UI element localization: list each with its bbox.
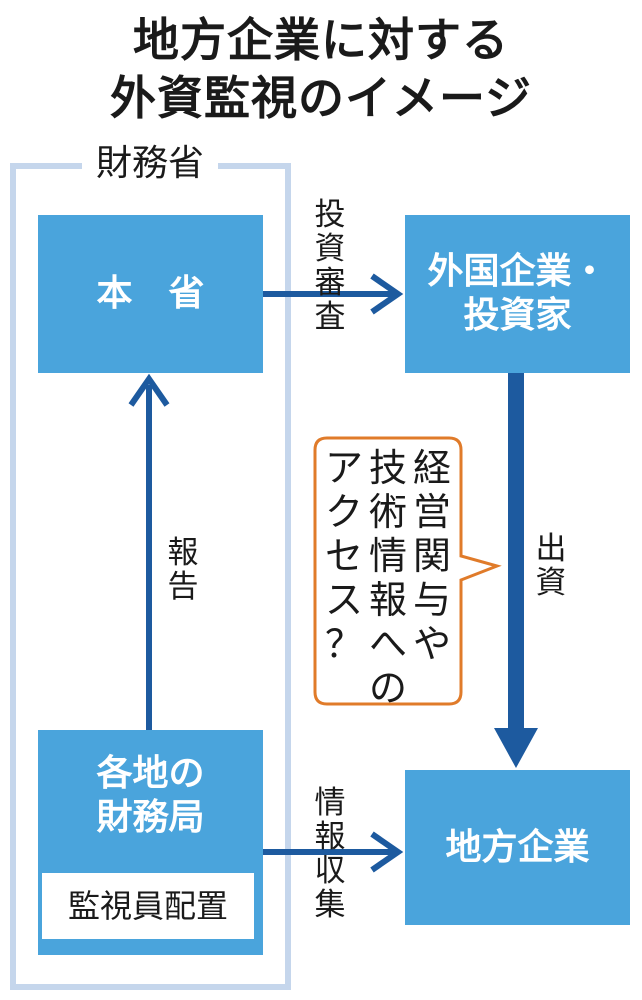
investment-char: 資 — [535, 565, 567, 601]
investment-review-label: 投 資 審 査 — [312, 198, 348, 334]
bubble-char: 情 — [368, 534, 407, 578]
bubble-char: の — [368, 666, 407, 710]
bubble-char: 営 — [412, 490, 451, 534]
investment-arrowhead — [494, 728, 538, 768]
local-company-label: 地方企業 — [445, 826, 590, 868]
bubble-column-2: 技 術 情 報 へ の — [366, 446, 410, 710]
speech-bubble — [313, 436, 502, 706]
bubble-char: や — [412, 622, 451, 666]
bubble-char: ス — [324, 578, 363, 622]
bureau-label-line1: 各地の — [96, 753, 205, 794]
investment-review-char: 査 — [314, 299, 346, 335]
bubble-column-1: 経 営 関 与 や — [410, 446, 454, 666]
bubble-char: へ — [368, 622, 407, 666]
foreign-investor-label-line2: 投資家 — [463, 295, 572, 336]
bubble-char: ？ — [324, 622, 363, 666]
bubble-column-3: ア ク セ ス ？ — [322, 446, 366, 666]
investment-review-char: 審 — [314, 265, 346, 301]
investment-label: 出 資 — [533, 532, 569, 600]
diagram-title-line2: 外資監視のイメージ — [109, 71, 533, 125]
info-collection-char: 情 — [314, 785, 346, 821]
bureau-label-line2: 財務局 — [96, 797, 205, 838]
bubble-char: 技 — [368, 446, 407, 490]
info-collection-label: 情 報 収 集 — [312, 786, 348, 922]
bubble-char: ア — [324, 446, 363, 490]
bubble-char: 経 — [412, 446, 451, 490]
report-char: 報 — [167, 535, 199, 571]
investment-review-char: 投 — [314, 197, 346, 233]
report-label: 報 告 — [165, 536, 201, 604]
bubble-char: セ — [324, 534, 363, 578]
info-collection-char: 集 — [314, 887, 346, 923]
ministry-label: 財務省 — [82, 142, 218, 186]
bubble-char: 関 — [412, 534, 451, 578]
investment-review-char: 資 — [314, 231, 346, 267]
honsho-box: 本 省 — [38, 215, 263, 373]
bubble-char: 報 — [368, 578, 407, 622]
bubble-char: 与 — [412, 578, 451, 622]
bubble-char: ク — [324, 490, 363, 534]
bubble-char: 術 — [368, 490, 407, 534]
investment-char: 出 — [535, 531, 567, 567]
investment-review-arrowhead — [370, 273, 404, 315]
honsho-label: 本 省 — [96, 273, 205, 314]
local-company-box: 地方企業 — [405, 770, 630, 925]
monitor-placement-label: 監視員配置 — [42, 873, 254, 939]
diagram-title-line1: 地方企業に対する — [133, 13, 509, 67]
foreign-investor-box: 外国企業・ 投資家 — [405, 215, 630, 373]
foreign-investor-label-line1: 外国企業・ — [427, 251, 608, 292]
info-collection-char: 収 — [314, 853, 346, 889]
report-char: 告 — [167, 569, 199, 605]
info-collection-char: 報 — [314, 819, 346, 855]
info-collection-arrowhead — [370, 831, 404, 873]
report-arrowhead — [128, 373, 170, 407]
